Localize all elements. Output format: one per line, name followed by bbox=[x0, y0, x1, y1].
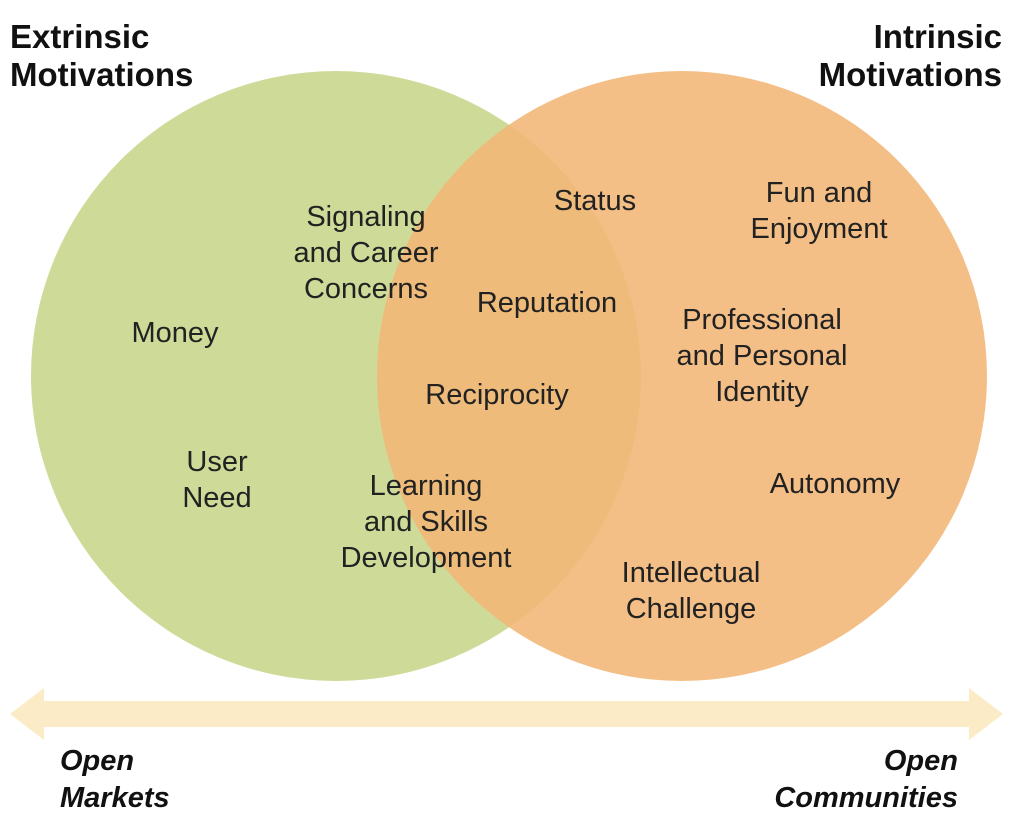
intellectual-challenge-label-line-1: Intellectual bbox=[622, 557, 761, 589]
open-communities-label-line-2: Communities bbox=[774, 782, 958, 814]
learning-label-line-1: Learning bbox=[370, 470, 483, 502]
reputation-label-line-1: Reputation bbox=[477, 287, 617, 319]
user-need-label-line-1: User bbox=[186, 446, 248, 478]
identity-label-line-1: Professional bbox=[682, 304, 842, 336]
open-markets-label-line-1: Open bbox=[60, 745, 134, 777]
extrinsic-heading-line-1: Extrinsic bbox=[10, 18, 149, 55]
reciprocity-label: Reciprocity bbox=[425, 379, 569, 411]
intrinsic-heading-line-1: Intrinsic bbox=[874, 18, 1002, 55]
reciprocity-label-line-1: Reciprocity bbox=[425, 379, 569, 411]
autonomy-label: Autonomy bbox=[770, 468, 901, 500]
intrinsic-circle bbox=[377, 71, 987, 681]
fun-enjoyment-label-line-1: Fun and bbox=[766, 177, 872, 209]
signaling-label-line-1: Signaling bbox=[306, 201, 425, 233]
signaling-label-line-2: and Career bbox=[293, 237, 438, 269]
intellectual-challenge-label-line-2: Challenge bbox=[626, 593, 757, 625]
learning-label-line-2: and Skills bbox=[364, 506, 488, 538]
intrinsic-heading-line-2: Motivations bbox=[819, 56, 1002, 93]
open-communities-label-line-1: Open bbox=[884, 745, 958, 777]
status-label: Status bbox=[554, 185, 636, 217]
autonomy-label-line-1: Autonomy bbox=[770, 468, 901, 500]
identity-label-line-2: and Personal bbox=[677, 340, 848, 372]
money-label: Money bbox=[131, 317, 219, 349]
extrinsic-heading-line-2: Motivations bbox=[10, 56, 193, 93]
status-label-line-1: Status bbox=[554, 185, 636, 217]
open-markets-label-line-2: Markets bbox=[60, 782, 170, 814]
user-need-label-line-2: Need bbox=[182, 482, 251, 514]
signaling-label-line-3: Concerns bbox=[304, 273, 428, 305]
bidirectional-arrow bbox=[10, 688, 1003, 740]
identity-label-line-3: Identity bbox=[715, 376, 809, 408]
learning-label-line-3: Development bbox=[341, 542, 512, 574]
money-label-line-1: Money bbox=[131, 317, 219, 349]
reputation-label: Reputation bbox=[477, 287, 617, 319]
fun-enjoyment-label-line-2: Enjoyment bbox=[750, 213, 887, 245]
